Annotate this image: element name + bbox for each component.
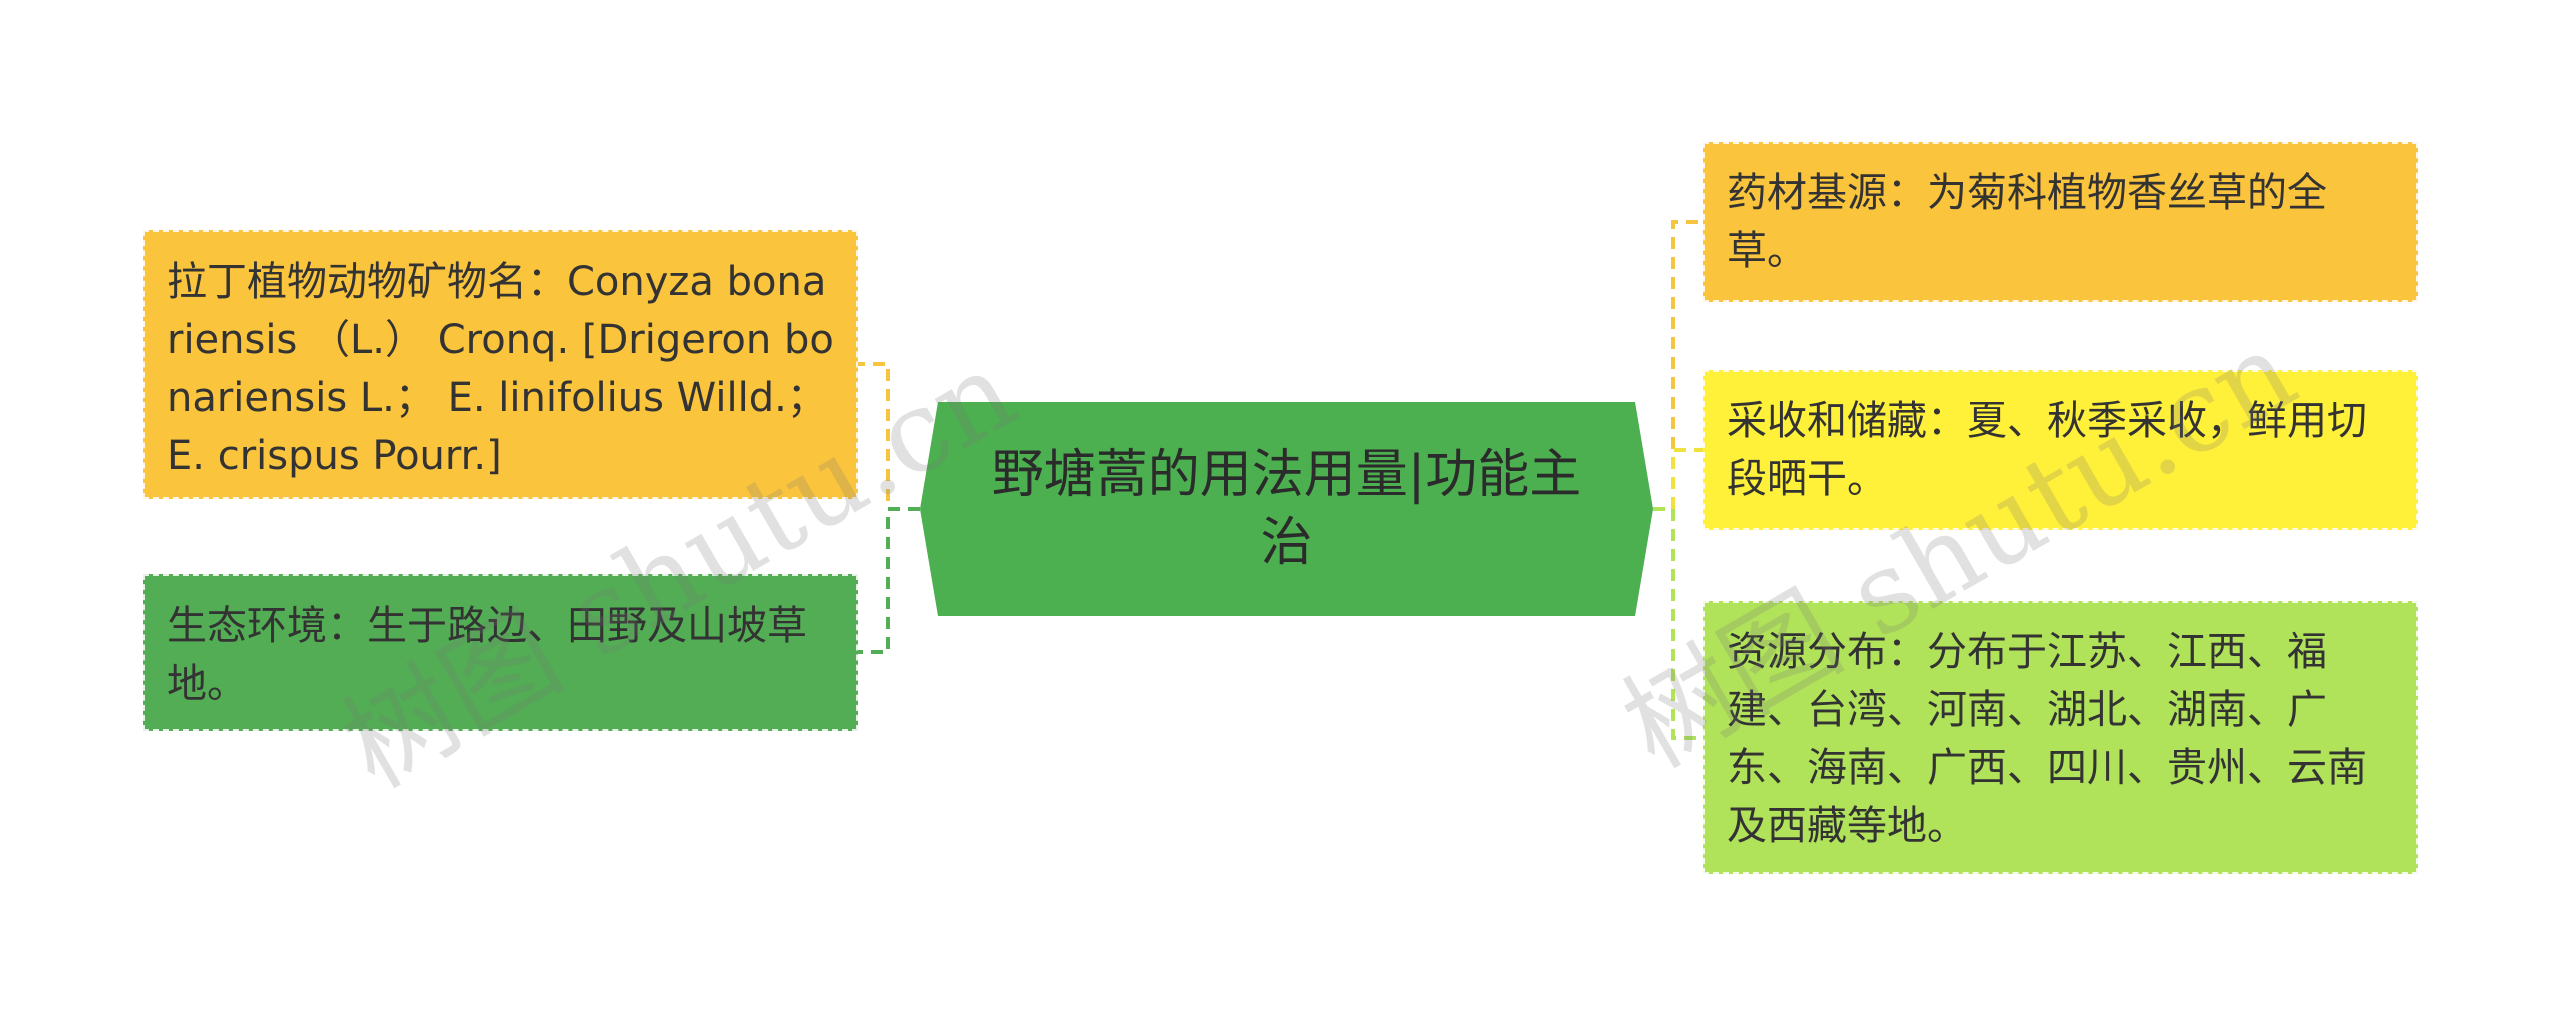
node-latin-name[interactable]: 拉丁植物动物矿物名：Conyza bonariensis （L.） Cronq.… (143, 230, 858, 499)
node-habitat[interactable]: 生态环境：生于路边、田野及山坡草地。 (143, 574, 858, 731)
center-node[interactable]: 野塘蒿的用法用量|功能主治 (920, 402, 1653, 616)
center-node-shape (920, 402, 1653, 616)
center-node-title: 野塘蒿的用法用量|功能主治 (991, 445, 1582, 573)
node-harvest-text: 采收和储藏：夏、秋季采收，鲜用切段晒干。 (1727, 398, 2367, 502)
connector-left-top (858, 362, 920, 511)
connector-right-top (1653, 220, 1703, 511)
node-distribution-text: 资源分布：分布于江苏、江西、福建、台湾、河南、湖北、湖南、广东、海南、广西、四川… (1727, 629, 2367, 849)
node-latin-name-text: 拉丁植物动物矿物名：Conyza bonariensis （L.） Cronq.… (167, 259, 834, 479)
connector-right-middle (1653, 448, 1703, 511)
connector-right-bottom (1653, 507, 1703, 740)
node-source-text: 药材基源：为菊科植物香丝草的全草。 (1727, 170, 2327, 274)
connector-left-bottom (858, 507, 920, 654)
node-distribution[interactable]: 资源分布：分布于江苏、江西、福建、台湾、河南、湖北、湖南、广东、海南、广西、四川… (1703, 601, 2418, 874)
node-habitat-text: 生态环境：生于路边、田野及山坡草地。 (167, 603, 807, 707)
node-source[interactable]: 药材基源：为菊科植物香丝草的全草。 (1703, 142, 2418, 302)
node-harvest[interactable]: 采收和储藏：夏、秋季采收，鲜用切段晒干。 (1703, 370, 2418, 530)
